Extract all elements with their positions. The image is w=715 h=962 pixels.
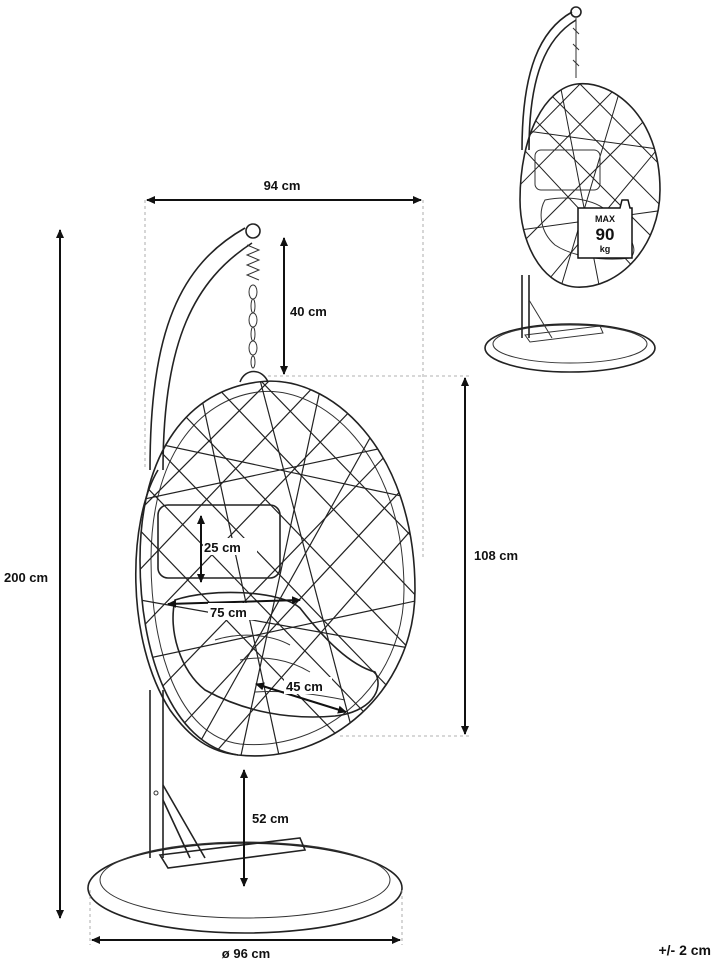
basket-rim bbox=[139, 380, 416, 757]
stand-pole bbox=[149, 690, 164, 858]
small-basket-rim bbox=[519, 82, 661, 288]
dimension-labels: 94 cm 40 cm 200 cm 108 cm 25 cm 75 cm 45… bbox=[4, 178, 711, 961]
small-stand-pole bbox=[521, 275, 530, 338]
chain bbox=[248, 284, 258, 369]
small-basket-weave bbox=[520, 83, 660, 288]
label-chain: 40 cm bbox=[290, 304, 327, 319]
small-stand-arm bbox=[521, 11, 577, 151]
small-chain bbox=[572, 18, 580, 78]
badge-unit-text: kg bbox=[600, 244, 611, 254]
guide-lines bbox=[89, 200, 470, 945]
label-seat-height: 52 cm bbox=[252, 811, 289, 826]
max-weight-badge: MAX 90 kg bbox=[577, 199, 633, 259]
dim-seat-depth-arrow bbox=[255, 682, 347, 714]
small-chair-drawing: MAX 90 kg bbox=[484, 6, 661, 373]
main-chair-drawing bbox=[87, 223, 416, 934]
small-base-foot bbox=[524, 325, 604, 343]
arm-cap bbox=[245, 223, 261, 239]
dimension-arrows bbox=[56, 196, 469, 944]
stand-bolt bbox=[153, 790, 159, 796]
basket-rim-inner bbox=[150, 390, 405, 746]
small-stand-brace bbox=[528, 299, 553, 339]
label-tolerance: +/- 2 cm bbox=[658, 942, 711, 958]
basket-side bbox=[134, 469, 239, 756]
label-total-height: 200 cm bbox=[4, 570, 48, 585]
label-base-diameter: ø 96 cm bbox=[222, 946, 270, 961]
label-basket-height: 108 cm bbox=[474, 548, 518, 563]
small-base-ring-inner bbox=[492, 324, 648, 364]
basket-weave bbox=[140, 381, 415, 756]
small-arm-cap bbox=[570, 6, 582, 18]
label-cushion-width: 75 cm bbox=[210, 605, 247, 620]
small-back-cushion bbox=[534, 149, 601, 191]
label-cushion-height: 25 cm bbox=[204, 540, 241, 555]
small-base-ring bbox=[484, 323, 656, 373]
stand-brace bbox=[162, 784, 206, 859]
stand-arm bbox=[149, 227, 253, 471]
label-width: 94 cm bbox=[264, 178, 301, 193]
label-seat-depth: 45 cm bbox=[286, 679, 323, 694]
dim-cushion-width-arrow bbox=[167, 596, 301, 608]
hook bbox=[239, 370, 269, 383]
spring bbox=[245, 244, 261, 281]
badge-number-text: 90 bbox=[596, 225, 615, 244]
badge-max-text: MAX bbox=[595, 214, 615, 224]
back-cushion bbox=[157, 504, 281, 579]
base-foot bbox=[158, 837, 307, 869]
